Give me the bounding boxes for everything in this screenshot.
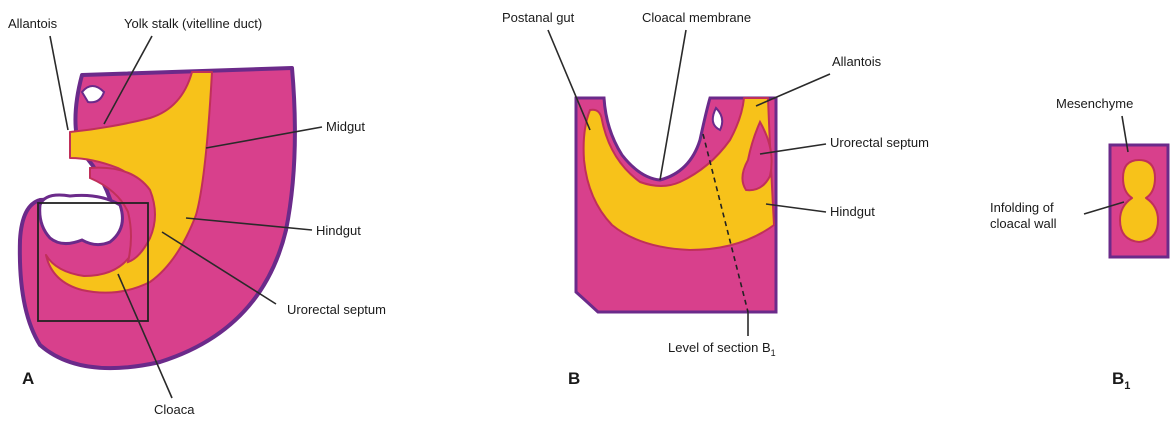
panel-tag-b1-sub: 1 — [1124, 380, 1130, 392]
leader-b-cloacal-membrane — [660, 30, 686, 180]
leader-b-postanal-gut — [548, 30, 590, 130]
label-b-level-text: Level of section B — [668, 340, 771, 355]
panel-tag-b1-letter: B — [1112, 369, 1124, 388]
label-b1-infolding-line2: cloacal wall — [990, 216, 1057, 231]
panel-tag-b: B — [568, 369, 580, 388]
label-b-allantois: Allantois — [832, 54, 882, 69]
panel-tag-b1: B1 — [1112, 369, 1130, 392]
label-b-urorectal-septum: Urorectal septum — [830, 135, 929, 150]
leader-a-allantois — [50, 36, 68, 130]
panel-b1: Mesenchyme Infolding of cloacal wall B1 — [990, 96, 1168, 392]
leader-b-allantois — [756, 74, 830, 106]
label-b-level-of-section: Level of section B1 — [668, 340, 776, 358]
label-b-hindgut: Hindgut — [830, 204, 875, 219]
label-a-urorectal-septum: Urorectal septum — [287, 302, 386, 317]
label-a-hindgut: Hindgut — [316, 223, 361, 238]
label-a-midgut: Midgut — [326, 119, 365, 134]
label-b-cloacal-membrane: Cloacal membrane — [642, 10, 751, 25]
label-b-level-sub: 1 — [771, 348, 776, 358]
panel-a: Allantois Yolk stalk (vitelline duct) Mi… — [8, 16, 386, 417]
label-a-cloaca: Cloaca — [154, 402, 195, 417]
panel-tag-a: A — [22, 369, 34, 388]
label-b1-infolding-line1: Infolding of — [990, 200, 1054, 215]
label-a-yolk-stalk: Yolk stalk (vitelline duct) — [124, 16, 262, 31]
panel-b: Postanal gut Cloacal membrane Allantois … — [502, 10, 929, 388]
label-b1-mesenchyme: Mesenchyme — [1056, 96, 1133, 111]
label-a-allantois: Allantois — [8, 16, 58, 31]
label-b-postanal-gut: Postanal gut — [502, 10, 575, 25]
